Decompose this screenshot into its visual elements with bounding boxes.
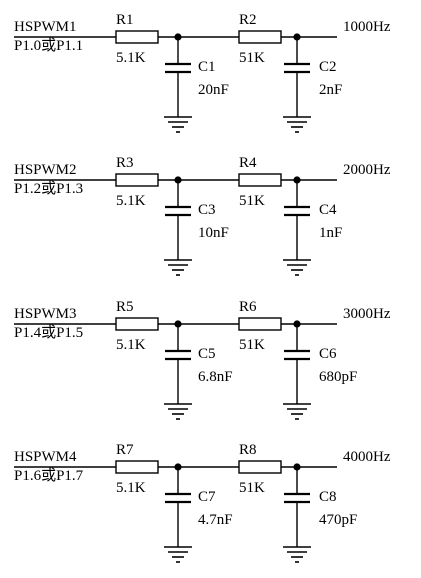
resistor-1-body [115, 460, 159, 474]
input-signal-label: HSPWM1 [14, 19, 77, 35]
resistor-1-value: 5.1K [116, 193, 146, 209]
capacitor-1-value: 10nF [198, 225, 229, 241]
resistor-1-ref: R7 [116, 442, 134, 458]
output-frequency-label: 3000Hz [343, 306, 391, 322]
capacitor-2-value: 1nF [319, 225, 342, 241]
input-pin-label: P1.2或P1.3 [14, 180, 83, 197]
resistor-2-ref: R2 [239, 12, 257, 28]
capacitor-2-value: 680pF [319, 369, 357, 385]
output-frequency-label: 2000Hz [343, 162, 391, 178]
resistor-1-value: 5.1K [116, 50, 146, 66]
resistor-1-ref: R1 [116, 12, 134, 28]
resistor-2-body [238, 173, 282, 187]
capacitor-1-ref: C5 [198, 346, 216, 362]
capacitor-1-ref: C7 [198, 489, 216, 505]
resistor-1-body [115, 173, 159, 187]
capacitor-1-ref: C3 [198, 202, 216, 218]
resistor-1-value: 5.1K [116, 337, 146, 353]
resistor-2-body [238, 317, 282, 331]
resistor-1-value: 5.1K [116, 480, 146, 496]
input-signal-label: HSPWM2 [14, 162, 77, 178]
output-frequency-label: 1000Hz [343, 19, 391, 35]
capacitor-2-ref: C6 [319, 346, 337, 362]
output-frequency-label: 4000Hz [343, 449, 391, 465]
capacitor-2-ref: C2 [319, 59, 337, 75]
input-signal-label: HSPWM4 [14, 449, 77, 465]
input-pin-label: P1.4或P1.5 [14, 324, 83, 341]
resistor-1-ref: R5 [116, 299, 134, 315]
resistor-2-ref: R4 [239, 155, 257, 171]
capacitor-1-value: 20nF [198, 82, 229, 98]
input-pin-label: P1.6或P1.7 [14, 467, 84, 484]
capacitor-2-value: 470pF [319, 512, 357, 528]
capacitor-1-value: 6.8nF [198, 369, 233, 385]
resistor-2-body [238, 460, 282, 474]
resistor-2-value: 51K [239, 193, 265, 209]
resistor-2-ref: R6 [239, 299, 257, 315]
resistor-1-body [115, 317, 159, 331]
capacitor-1-ref: C1 [198, 59, 216, 75]
capacitor-2-ref: C8 [319, 489, 337, 505]
resistor-1-ref: R3 [116, 155, 134, 171]
resistor-2-value: 51K [239, 50, 265, 66]
resistor-1-body [115, 30, 159, 44]
resistor-2-value: 51K [239, 480, 265, 496]
input-pin-label: P1.0或P1.1 [14, 37, 83, 54]
resistor-2-value: 51K [239, 337, 265, 353]
capacitor-2-value: 2nF [319, 82, 342, 98]
capacitor-1-value: 4.7nF [198, 512, 233, 528]
resistor-2-ref: R8 [239, 442, 257, 458]
input-signal-label: HSPWM3 [14, 306, 77, 322]
resistor-2-body [238, 30, 282, 44]
capacitor-2-ref: C4 [319, 202, 337, 218]
